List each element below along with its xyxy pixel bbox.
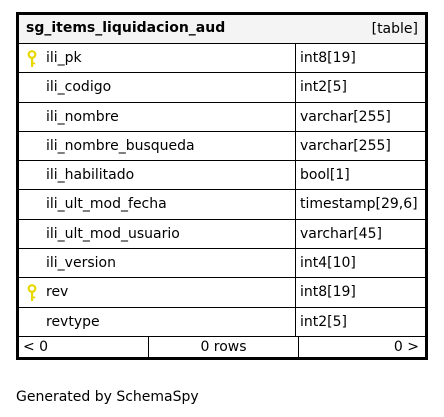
footer-row-count: 0 rows	[200, 339, 247, 355]
column-type: int4[10]	[300, 255, 356, 272]
column-name-cell: ili_codigo	[19, 73, 296, 102]
column-name-cell: ili_ult_mod_usuario	[19, 219, 296, 249]
key-icon	[27, 50, 37, 67]
column-type-cell: int2[5]	[296, 73, 425, 101]
footer-parents-cell: < 0	[19, 337, 149, 357]
column-name: ili_nombre_busqueda	[46, 137, 195, 154]
column-type: bool[1]	[300, 167, 350, 184]
table-row: ili_ult_mod_usuario varchar[45]	[19, 219, 425, 250]
column-name-cell: revtype	[19, 307, 296, 336]
table-row: ili_habilitado bool[1]	[19, 161, 425, 191]
column-type: int8[19]	[300, 284, 356, 301]
column-type-cell: varchar[255]	[296, 132, 425, 160]
generated-by-label: Generated by SchemaSpy	[16, 389, 199, 405]
column-name: ili_pk	[46, 50, 82, 66]
table-row: revtype int2[5]	[19, 307, 425, 337]
table-row: ili_codigo int2[5]	[19, 73, 425, 103]
column-type-cell: varchar[45]	[296, 220, 425, 248]
column-type: varchar[45]	[300, 225, 382, 242]
column-type-cell: int2[5]	[296, 308, 425, 336]
column-name: ili_version	[46, 255, 116, 272]
column-name-cell: ili_pk	[19, 44, 296, 73]
column-type: timestamp[29,6]	[300, 196, 418, 213]
column-type: int2[5]	[300, 313, 347, 330]
column-name: ili_codigo	[46, 79, 112, 96]
column-name-cell: ili_version	[19, 249, 296, 278]
table-header: sg_items_liquidacion_aud [table]	[19, 15, 425, 44]
column-type-cell: int4[10]	[296, 249, 425, 277]
footer-children-count: 0 >	[393, 339, 419, 355]
column-name: ili_ult_mod_fecha	[46, 196, 167, 213]
column-type-cell: timestamp[29,6]	[296, 190, 425, 218]
key-icon	[27, 284, 37, 302]
table-row: ili_nombre_busqueda varchar[255]	[19, 131, 425, 162]
table-name: sg_items_liquidacion_aud	[26, 20, 226, 36]
column-rows: ili_pk int8[19] ili_codigo int2[5] ili_nombr…	[19, 44, 425, 337]
footer-parents-count: < 0	[23, 339, 49, 355]
table-row: ili_ult_mod_fecha timestamp[29,6]	[19, 190, 425, 220]
table-row: ili_nombre varchar[255]	[19, 102, 425, 132]
column-name-cell: ili_ult_mod_fecha	[19, 190, 296, 219]
column-name-cell: ili_nombre_busqueda	[19, 131, 296, 161]
column-type-cell: bool[1]	[296, 161, 425, 189]
column-type-cell: varchar[255]	[296, 103, 425, 131]
column-type-cell: int8[19]	[296, 278, 425, 306]
column-name: rev	[46, 284, 69, 301]
column-type: int8[19]	[300, 50, 356, 66]
column-type: varchar[255]	[300, 137, 391, 154]
column-name-cell: ili_nombre	[19, 102, 296, 131]
column-type: varchar[255]	[300, 108, 391, 125]
column-type-cell: int8[19]	[296, 44, 425, 72]
table-footer: < 0 0 rows 0 >	[19, 337, 425, 357]
footer-rows-cell: 0 rows	[149, 337, 299, 357]
column-name: ili_nombre	[46, 108, 119, 125]
table-type-label: [table]	[371, 21, 418, 37]
table-row: ili_version int4[10]	[19, 249, 425, 279]
footer-children-cell: 0 >	[299, 337, 425, 357]
table-row: rev int8[19]	[19, 278, 425, 308]
column-name: ili_ult_mod_usuario	[46, 225, 180, 242]
table-row: ili_pk int8[19]	[19, 44, 425, 74]
column-name-cell: ili_habilitado	[19, 161, 296, 190]
column-name-cell: rev	[19, 278, 296, 307]
column-name: ili_habilitado	[46, 167, 135, 184]
column-type: int2[5]	[300, 79, 347, 96]
column-name: revtype	[46, 313, 100, 330]
